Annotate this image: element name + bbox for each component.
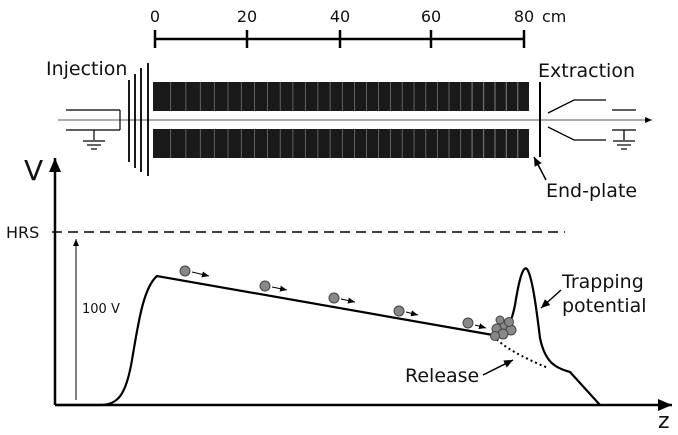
electrode-stack-bottom <box>153 129 529 158</box>
extraction-optics <box>547 99 636 141</box>
scale-tick-label-60: 60 <box>421 7 441 26</box>
end-plate-arrow <box>533 156 547 181</box>
ion <box>462 317 474 329</box>
trapping-arrow <box>540 289 562 309</box>
ion-direction-arrow <box>474 323 487 330</box>
electrode-stack-body <box>153 129 529 158</box>
trapping-label: Trapping <box>561 271 644 293</box>
injection-lenses <box>128 63 149 176</box>
ion <box>179 265 191 277</box>
v-axis-label: V <box>24 154 43 187</box>
ion <box>393 305 405 317</box>
release-path <box>492 335 549 369</box>
electrode-stack-body <box>153 82 529 111</box>
scale-tick-label-40: 40 <box>330 7 350 26</box>
electrode-stack-top <box>153 82 529 111</box>
ground-symbol-right <box>613 140 635 150</box>
ground-symbol-left <box>83 140 105 150</box>
release-label: Release <box>405 365 479 387</box>
z-axis-label: z <box>658 409 670 430</box>
end-plate-label: End-plate <box>546 180 637 202</box>
potential-plot: V z HRS 100 V <box>6 154 672 434</box>
injection-label: Injection <box>46 58 127 80</box>
scale-tick-label-80: 80 <box>514 7 534 26</box>
scale-tick-label-0: 0 <box>150 7 160 26</box>
scale-bar: 0 20 40 60 80 cm <box>150 7 566 48</box>
ion-direction-arrow <box>340 297 356 304</box>
extraction-label: Extraction <box>538 60 635 82</box>
voltage-label: 100 V <box>82 302 120 317</box>
potential-label: potential <box>562 295 647 317</box>
release-arrow <box>482 359 514 376</box>
hrs-label: HRS <box>6 223 39 242</box>
ion <box>259 280 271 292</box>
scale-tick-label-20: 20 <box>237 7 257 26</box>
ion-direction-arrow <box>271 285 288 292</box>
ion <box>328 292 340 304</box>
ion-direction-arrow <box>405 310 419 317</box>
scale-unit: cm <box>542 7 566 26</box>
trap-apparatus: Injection Extraction <box>46 58 652 202</box>
trapped-ion-cluster <box>490 315 517 341</box>
ion-direction-arrow <box>191 271 210 278</box>
ion-drift-group <box>179 265 487 330</box>
injection-electrode <box>66 109 121 140</box>
potential-curve <box>55 267 601 407</box>
